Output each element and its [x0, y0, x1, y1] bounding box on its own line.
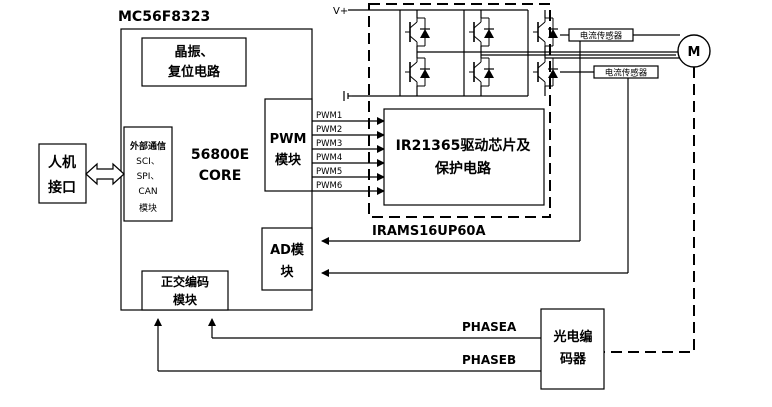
pwm1-label: PWM1 — [316, 111, 342, 121]
pwm-module-block: PWM 模块 — [264, 98, 313, 192]
comm-label-4: CAN — [138, 187, 157, 197]
ad-label-2: 块 — [280, 264, 294, 280]
motor-encoder-link — [604, 67, 695, 353]
current-sensor-1: 电流传感器 — [568, 28, 634, 42]
oscillator-label-1: 晶振、 — [174, 44, 213, 60]
quadrature-encoder-block: 正交编码 模块 — [141, 270, 229, 311]
inverter-bridge — [404, 10, 559, 96]
hmi-label-2: 接口 — [48, 179, 76, 196]
comm-label-3: SPI、 — [137, 172, 160, 182]
pwm3-label: PWM3 — [316, 139, 342, 149]
comm-peripheral-block: 外部通信 SCI、 SPI、 CAN 模块 — [123, 126, 173, 222]
phase-signals — [154, 318, 541, 372]
module-name: IRAMS16UP60A — [372, 224, 486, 239]
core-label-2: CORE — [199, 168, 242, 184]
comm-label-5: 模块 — [139, 202, 157, 214]
hmi-block: 人机 接口 — [38, 143, 87, 204]
sensor2-label: 电流传感器 — [605, 68, 648, 79]
driver-label-2: 保护电路 — [434, 160, 492, 177]
dc-bus: V+ — [333, 6, 529, 101]
qenc-label-2: 模块 — [173, 292, 198, 307]
mcu-title: MC56F8323 — [118, 9, 210, 25]
encoder-label-1: 光电编 — [552, 329, 592, 345]
qenc-label-1: 正交编码 — [161, 274, 209, 289]
pwm-label-2: 模块 — [275, 152, 302, 168]
current-feedback-lines — [321, 41, 629, 277]
comm-label-1: 外部通信 — [129, 140, 166, 152]
phase-outputs — [417, 51, 680, 59]
core-label-1: 56800E — [191, 147, 249, 163]
sensor1-label: 电流传感器 — [580, 31, 623, 42]
pwm-signal-lines — [312, 117, 385, 195]
pwm-label-1: PWM — [270, 132, 307, 147]
oscillator-reset-block: 晶振、 复位电路 — [141, 37, 247, 87]
ad-label-1: AD模 — [270, 242, 305, 258]
ad-module-block: AD模 块 — [261, 227, 313, 291]
power-module-boundary — [368, 3, 551, 218]
current-sensor-2: 电流传感器 — [593, 65, 659, 79]
phasea-label: PHASEA — [462, 320, 517, 334]
driver-block: IR21365驱动芯片及 保护电路 — [383, 108, 545, 206]
encoder-label-2: 码器 — [560, 352, 587, 367]
phaseb-label: PHASEB — [462, 353, 516, 367]
vplus-label: V+ — [333, 6, 348, 17]
pwm6-label: PWM6 — [316, 181, 342, 191]
motor-label: M — [688, 45, 701, 60]
encoder-block: 光电编 码器 — [540, 308, 605, 390]
bidirectional-arrow — [85, 162, 125, 186]
driver-label-1: IR21365驱动芯片及 — [396, 137, 532, 154]
pwm4-label: PWM4 — [316, 153, 342, 163]
motor: M — [677, 34, 711, 68]
pwm5-label: PWM5 — [316, 167, 342, 177]
hmi-label-1: 人机 — [48, 154, 76, 171]
pwm2-label: PWM2 — [316, 125, 342, 135]
comm-label-2: SCI、 — [136, 157, 160, 167]
oscillator-label-2: 复位电路 — [167, 64, 221, 80]
